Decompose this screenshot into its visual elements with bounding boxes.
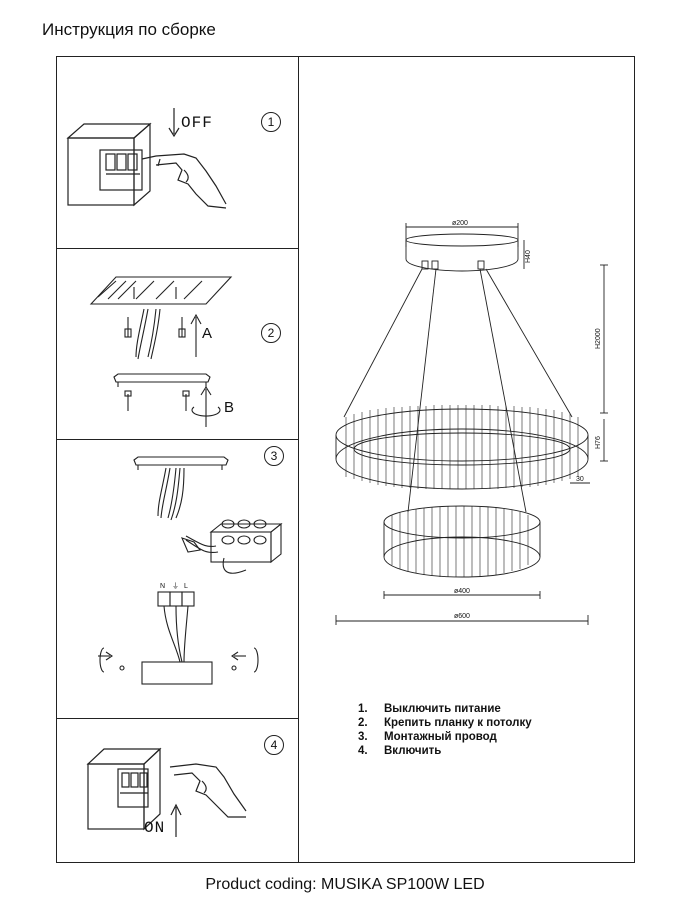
instruction-text: Крепить планку к потолку [384, 717, 532, 729]
step-number-2: 2 [261, 323, 281, 343]
instruction-text: Выключить питание [384, 703, 501, 715]
chandelier-drawing [335, 223, 608, 625]
instruction-number: 3. [358, 731, 368, 743]
instruction-number: 1. [358, 703, 368, 715]
dim-ring-width: 30 [576, 476, 584, 483]
steps-column: OFF 1 [56, 56, 299, 863]
terminal-l: L [184, 583, 188, 590]
instruction-list: 1. Выключить питание 2. Крепить планку к п… [358, 702, 532, 758]
label-b: B [224, 399, 235, 416]
instruction-number: 2. [358, 717, 368, 729]
terminal-labels: N ⏚ L [160, 582, 188, 590]
instruction-item: 3. Монтажный провод [358, 730, 532, 744]
step-number-1: 1 [261, 112, 281, 132]
instruction-text: Включить [384, 745, 442, 757]
terminal-n: N [160, 583, 165, 590]
dim-large-ring-diameter: ø600 [454, 613, 470, 620]
on-label: ON [144, 819, 166, 837]
dim-canopy-height: H40 [525, 250, 532, 263]
step-1-panel: OFF 1 [56, 56, 299, 249]
dim-ring-height: H76 [595, 436, 602, 449]
dim-total-height: H2000 [595, 328, 602, 349]
instruction-item: 2. Крепить планку к потолку [358, 716, 532, 730]
dim-canopy-diameter: ø200 [452, 220, 468, 227]
wiring-illustration: N ⏚ L [98, 456, 283, 685]
mount-bracket-illustration [89, 276, 233, 427]
product-coding: Product coding: MUSIKA SP100W LED [205, 876, 485, 893]
step-number-4: 4 [264, 735, 284, 755]
off-label: OFF [181, 114, 213, 132]
switch-off-illustration [66, 108, 227, 209]
instruction-text: Монтажный провод [384, 731, 497, 743]
instruction-item: 1. Выключить питание [358, 702, 532, 716]
instruction-item: 4. Включить [358, 744, 532, 758]
step-2-panel: A B 2 [56, 249, 299, 440]
dim-small-ring-diameter: ø400 [454, 588, 470, 595]
instruction-frame [56, 56, 635, 863]
step-number-3: 3 [264, 446, 284, 466]
chandelier-diagram: ø200 H40 H2000 H76 30 ø400 ø600 [335, 220, 608, 625]
terminal-ground: ⏚ [172, 582, 179, 590]
instruction-number: 4. [358, 745, 368, 757]
step-4-panel: ON 4 [56, 719, 299, 863]
step-3-panel: N ⏚ L 3 [56, 440, 299, 719]
label-a: A [202, 325, 213, 342]
page-heading: Инструкция по сборке [42, 20, 216, 39]
switch-on-illustration [86, 747, 247, 837]
